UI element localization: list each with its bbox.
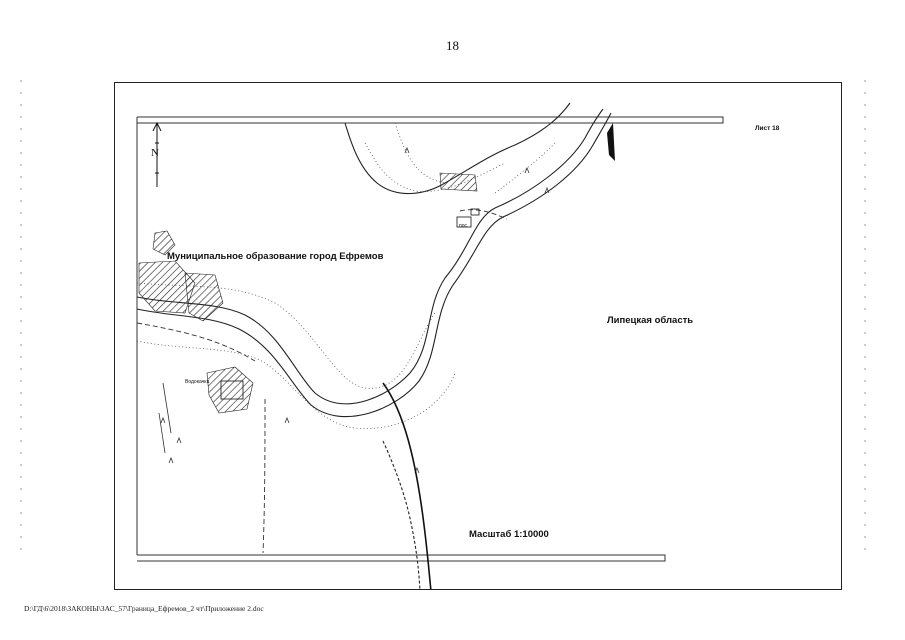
terrain-contours (136, 122, 556, 429)
roads (136, 209, 508, 554)
object-label: Водокачка (185, 379, 210, 385)
buildings (220, 208, 480, 400)
small-label: пос. (459, 223, 469, 229)
map-frame: Лист 18 Муниципальное образование город … (114, 82, 842, 590)
sheet-label: Лист 18 (755, 125, 780, 132)
inner-frame (136, 116, 724, 562)
built-up-areas (138, 172, 478, 414)
north-arrow-icon (152, 121, 162, 187)
left-margin-marks (20, 80, 22, 560)
right-margin-marks (864, 80, 866, 560)
municipality-label: Муниципальное образование город Ефремов (167, 251, 384, 262)
region-label: Липецкая область (607, 315, 694, 326)
map-drawing (136, 102, 724, 589)
stream (382, 382, 432, 589)
river-banks (136, 102, 612, 589)
north-letter: N (151, 147, 159, 159)
vegetation-marks (158, 146, 550, 474)
page-number: 18 (446, 38, 459, 53)
scale-label: Масштаб 1:10000 (469, 529, 549, 540)
bank-mark (607, 123, 615, 161)
footer-file-path: D:\ГД\6\2018\ЗАКОНЫ\ЗАС_57\Граница_Ефрем… (24, 604, 264, 613)
